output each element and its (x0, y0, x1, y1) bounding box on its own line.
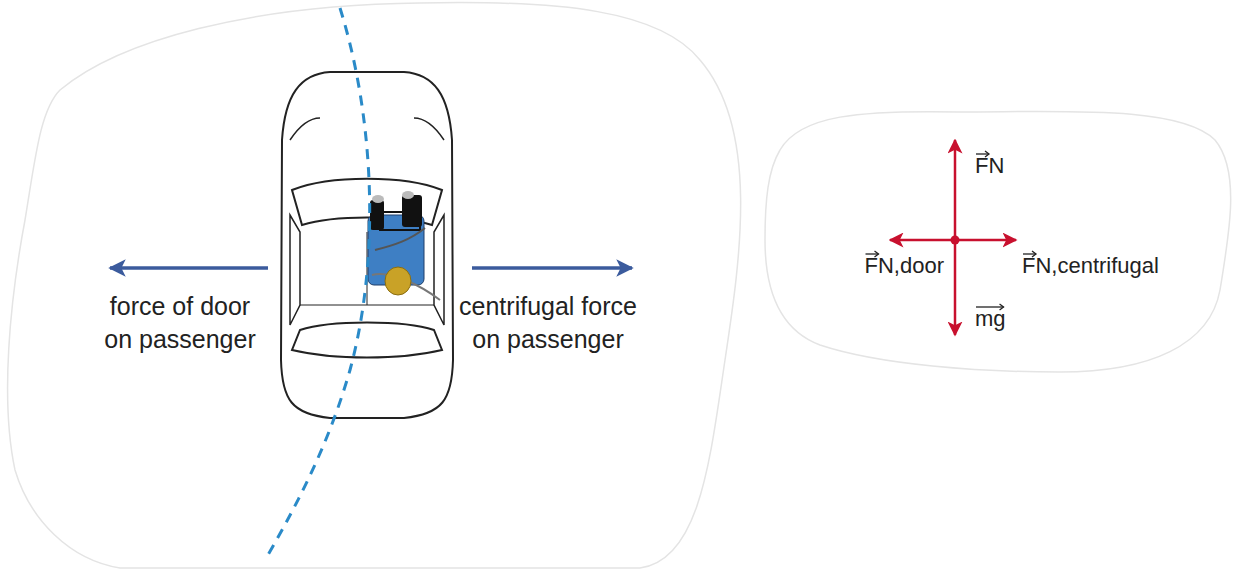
vector-label: FN,door (865, 252, 944, 281)
force-arrow (472, 266, 632, 270)
free-body-diagram (890, 140, 1016, 335)
force-label: force of door on passenger (93, 290, 268, 355)
background-blob (8, 3, 741, 568)
vector-label: mg (975, 305, 1006, 334)
car-path (265, 8, 370, 560)
force-label: centrifugal force on passenger (448, 290, 648, 355)
vector-label: FN (975, 152, 1004, 181)
force-arrow (110, 266, 268, 270)
vector-label: FN,centrifugal (1022, 252, 1159, 281)
car (281, 72, 453, 418)
passenger (368, 191, 440, 300)
background-blob (765, 111, 1231, 372)
